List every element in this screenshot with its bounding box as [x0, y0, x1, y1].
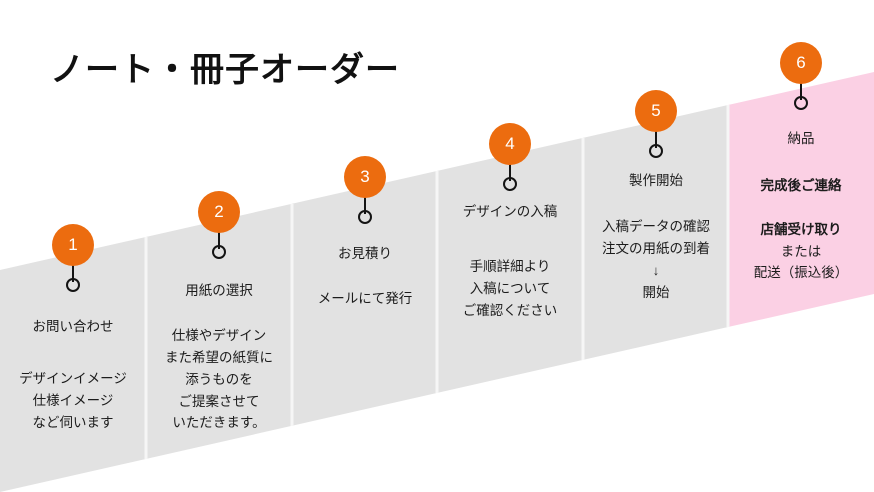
step-5-body-line: 注文の用紙の到着 — [602, 240, 710, 256]
pin-stem-icon — [364, 192, 366, 214]
step-5-body-arrow: ↓ — [652, 262, 660, 278]
step-5-body-line: 開始 — [642, 284, 670, 300]
step-3-body: メールにて発行 — [292, 288, 438, 310]
step-5[interactable]: 5 製作開始 入稿データの確認 注文の用紙の到着 ↓ 開始 — [583, 0, 729, 492]
pin-ring-icon — [503, 177, 517, 191]
step-5-body-line: 入稿データの確認 — [602, 219, 710, 234]
step-2-head: 用紙の選択 — [185, 283, 253, 298]
step-4-badge: 4 — [489, 123, 531, 165]
step-5-badge: 5 — [635, 90, 677, 132]
step-1-badge: 1 — [52, 224, 94, 266]
step-2-body-line: 添うものを — [185, 371, 253, 387]
step-4-body: 手順詳細より 入稿について ご確認ください — [437, 256, 583, 322]
step-2-body-line: いただきます。 — [172, 415, 266, 431]
step-2-badge: 2 — [198, 191, 240, 233]
step-2-body-line: また希望の紙質に — [165, 349, 273, 365]
pin-stem-icon — [509, 159, 511, 181]
pin-stem-icon — [72, 260, 74, 282]
step-2-marker: 2 — [146, 191, 292, 259]
pin-ring-icon — [358, 210, 372, 224]
step-4-head: デザインの入稿 — [462, 204, 558, 219]
step-3-badge: 3 — [344, 156, 386, 198]
step-6-body-line: 完成後ご連絡 — [760, 178, 842, 193]
step-3-body-line: メールにて発行 — [317, 291, 413, 306]
step-4[interactable]: 4 デザインの入稿 手順詳細より 入稿について ご確認ください — [437, 0, 583, 492]
step-4-body-line: 入稿について — [469, 280, 551, 296]
pin-stem-icon — [655, 126, 657, 148]
page-title: ノート・冊子オーダー — [50, 51, 400, 89]
step-5-head: 製作開始 — [629, 173, 683, 188]
step-4-body-line: 手順詳細より — [469, 259, 551, 274]
pin-ring-icon — [794, 96, 808, 110]
step-2-body: 仕様やデザイン また希望の紙質に 添うものを ご提案させて いただきます。 — [146, 325, 292, 434]
step-1-body-line: 仕様イメージ — [32, 392, 114, 408]
step-4-body-line: ご確認ください — [462, 302, 558, 318]
step-2-body-line: 仕様やデザイン — [171, 328, 267, 343]
pin-ring-icon — [649, 144, 663, 158]
step-6[interactable]: 6 納品 完成後ご連絡 店舗受け取り または 配送（振込後） — [728, 0, 874, 492]
step-1-head: お問い合わせ — [32, 319, 114, 334]
step-4-marker: 4 — [437, 123, 583, 191]
step-3-marker: 3 — [292, 156, 438, 224]
step-1-body-line: デザインイメージ — [19, 371, 127, 386]
pin-stem-icon — [218, 227, 220, 249]
step-6-body-spacer — [728, 197, 874, 219]
step-6-body-line: 配送（振込後） — [753, 265, 849, 281]
step-1-body-line: など伺います — [32, 414, 114, 430]
step-2-body-line: ご提案させて — [178, 393, 260, 409]
pin-ring-icon — [66, 278, 80, 292]
step-3-head: お見積り — [338, 246, 392, 261]
step-6-body: 完成後ご連絡 店舗受け取り または 配送（振込後） — [728, 175, 874, 284]
band-pink-shape — [728, 72, 874, 327]
step-5-marker: 5 — [583, 90, 729, 158]
step-6-head: 納品 — [787, 131, 815, 146]
step-6-badge: 6 — [780, 42, 822, 84]
band-gray-shape — [0, 105, 728, 492]
step-1-body: デザインイメージ 仕様イメージ など伺います — [0, 368, 146, 434]
step-6-body-line: 店舗受け取り — [760, 221, 842, 237]
pin-stem-icon — [800, 78, 802, 100]
step-6-body-line: または — [780, 243, 822, 259]
step-5-body: 入稿データの確認 注文の用紙の到着 ↓ 開始 — [583, 216, 729, 303]
band-dividers — [144, 105, 730, 459]
step-6-marker: 6 — [728, 42, 874, 110]
pin-ring-icon — [212, 245, 226, 259]
step-1-marker: 1 — [0, 224, 146, 292]
